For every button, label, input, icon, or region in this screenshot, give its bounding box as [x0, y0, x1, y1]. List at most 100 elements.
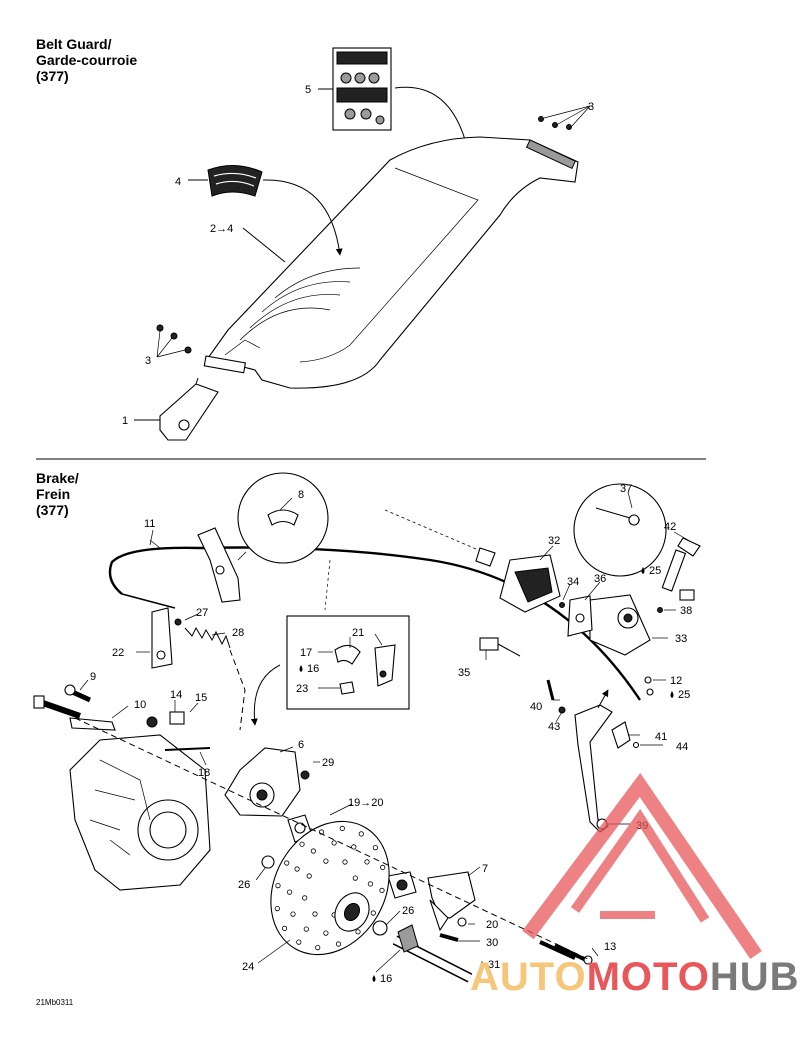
callout-28: 28 [232, 627, 244, 639]
lever-part-36 [567, 595, 593, 637]
callout-14: 14 [170, 689, 182, 701]
detail-box-16-23 [286, 615, 410, 710]
callout-40: 40 [530, 701, 542, 713]
lever-part-39 [574, 704, 613, 833]
callout-2-4: 2→4 [210, 223, 233, 235]
bracket-part-1 [159, 377, 219, 441]
oring-part-26b [372, 920, 388, 936]
disc-hole [355, 929, 361, 935]
clevis-part-22 [151, 607, 173, 669]
callout-43: 43 [548, 721, 560, 733]
shaft-part-31 [392, 924, 473, 983]
disc-hole [274, 905, 280, 912]
caliper-housing-part [69, 734, 211, 891]
housing-part-32 [499, 554, 561, 613]
callout-16-box: 16 [307, 663, 319, 675]
callout-29: 29 [322, 757, 334, 769]
rod-part [384, 509, 496, 567]
spring-part-28 [184, 626, 231, 649]
screw-part-34 [559, 602, 565, 608]
disc-hole [290, 911, 296, 917]
disc-hole [352, 875, 358, 881]
callout-24: 24 [242, 961, 254, 973]
disc-hole [364, 859, 370, 865]
nut-part-43 [558, 706, 566, 714]
callout-5: 5 [305, 84, 311, 96]
callout-25-lower: 25 [678, 689, 690, 701]
nut-part-29 [300, 770, 310, 780]
watermark-auto: AUTO [470, 955, 587, 999]
callout-26-left: 26 [238, 879, 250, 891]
callout-13: 13 [604, 941, 616, 953]
disc-hole [358, 831, 364, 837]
callout-27: 27 [196, 607, 208, 619]
nut-part-14 [146, 716, 158, 728]
switch-part-42 [661, 537, 701, 601]
callout-4: 4 [175, 176, 181, 188]
callout-36: 36 [594, 573, 606, 585]
pads-part-19-20 [287, 814, 417, 899]
callout-10: 10 [134, 699, 146, 711]
washer-part-44 [632, 741, 640, 749]
callout-17: 17 [300, 647, 312, 659]
nuts-part-3-lower [156, 324, 192, 354]
washer-part-38 [657, 607, 663, 613]
disc-hole [323, 930, 329, 936]
disc-hole [299, 841, 305, 847]
callout-16-bottom: 16 [380, 973, 392, 985]
watermark-hub: HUB [709, 955, 800, 999]
callout-44: 44 [676, 741, 688, 753]
caliper-part-6 [224, 747, 301, 817]
oring-part-26a [261, 855, 275, 869]
drawing-code: 21Mb0311 [36, 998, 74, 1007]
rod-end-part-12 [644, 676, 654, 696]
callout-25-top: 25 [649, 565, 661, 577]
callout-18: 18 [198, 767, 210, 779]
disc-hole [339, 825, 345, 832]
autoMotoHub-logo-icon [522, 772, 762, 959]
disc-hole [310, 848, 316, 854]
disc-hole [367, 881, 373, 887]
washer-part-20 [457, 917, 467, 927]
pin-part-18 [164, 747, 211, 751]
connector-part-35 [479, 637, 521, 657]
disc-hole [303, 926, 309, 932]
disc-hole [331, 840, 337, 846]
callout-7: 7 [482, 863, 488, 875]
watermark-brand: AUTOMOTOHUB [470, 955, 800, 1000]
callout-41: 41 [655, 731, 667, 743]
callout-31: 31 [488, 959, 500, 971]
callout-35: 35 [458, 667, 470, 679]
disc-hole [315, 944, 321, 951]
callout-19-20: 19→20 [348, 797, 383, 809]
callout-20: 20 [486, 919, 498, 931]
lubricant-drop-icons [299, 567, 674, 982]
callout-23: 23 [296, 683, 308, 695]
callout-32: 32 [548, 535, 560, 547]
cable-bracket-part [197, 527, 241, 603]
callout-11: 11 [144, 518, 155, 530]
disc-hole [306, 873, 312, 879]
callout-1: 1 [122, 415, 128, 427]
disc-hole [275, 882, 281, 889]
disc-hole [312, 911, 318, 917]
bolt-part-40 [546, 679, 555, 701]
callout-6: 6 [298, 739, 304, 751]
caliper-part-7 [427, 871, 476, 932]
disc-hole [379, 887, 385, 894]
callout-21: 21 [352, 627, 364, 639]
disc-hole [335, 941, 342, 947]
callout-22: 22 [112, 647, 124, 659]
screws-part-3 [538, 116, 572, 130]
callout-15: 15 [195, 692, 207, 704]
disc-hole [294, 866, 300, 872]
housing-part-33 [589, 594, 651, 656]
belt-guard-title: Belt Guard/ Garde-courroie (377) [36, 36, 138, 84]
disc-hole [372, 844, 378, 851]
spring-part-41 [611, 721, 631, 749]
bushing-part-15 [169, 711, 185, 725]
callout-37: 37 [620, 483, 632, 495]
bolt-part-left [33, 695, 81, 719]
brake-title: Brake/ Frein (377) [36, 470, 79, 518]
